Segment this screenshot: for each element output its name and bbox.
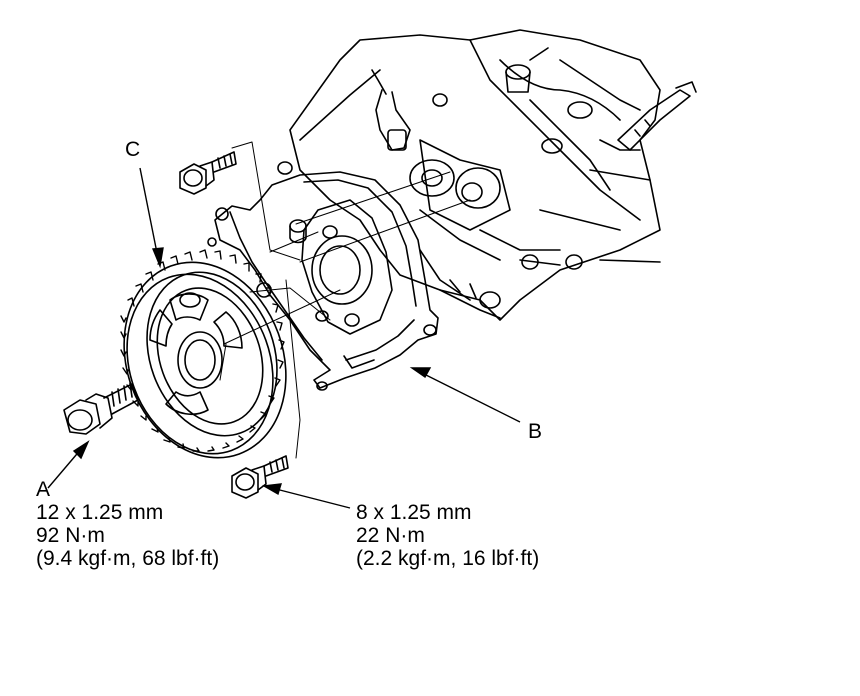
bolt-lower [231,455,289,499]
bolt-a-size: 12 x 1.25 mm [36,501,164,524]
leader-arrows [47,167,521,509]
back-cover-b [207,161,439,391]
callout-c-letter: C [125,138,141,161]
bolt-small-torque-alt: (2.2 kgf·m, 16 lbf·ft) [356,547,540,570]
callout-b-letter: B [528,420,543,443]
bolt-upper [179,151,237,195]
alignment-lines [219,141,471,459]
bolt-a [63,382,139,435]
bolt-small-size: 8 x 1.25 mm [356,501,472,524]
bolt-a-torque-alt: (9.4 kgf·m, 68 lbf·ft) [36,547,220,570]
bolt-a-torque: 92 N·m [36,524,105,547]
callout-a-letter: A [36,478,51,501]
cam-pulley-c [120,249,287,459]
engine-block [289,29,697,321]
bolt-small-torque: 22 N·m [356,524,425,547]
